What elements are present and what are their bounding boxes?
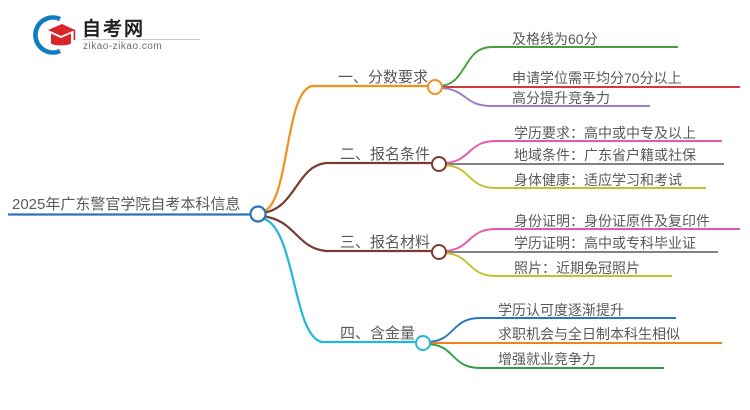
leaf-connector <box>425 317 676 343</box>
root-node <box>249 205 267 223</box>
logo-wordmark: 自考网 zikao-zikao.com <box>82 14 202 58</box>
leaf-connector <box>437 87 650 107</box>
leaf-connector <box>441 164 706 189</box>
branch-node-4 <box>415 335 431 351</box>
leaf-connector <box>425 343 664 369</box>
leaf-connector <box>441 140 722 164</box>
leaf-connector <box>437 46 678 87</box>
site-logo: 自考网 zikao-zikao.com <box>28 12 208 58</box>
leaf-label[interactable]: 照片：近期免冠照片 <box>514 260 640 276</box>
leaf-label[interactable]: 增强就业竞争力 <box>498 351 596 367</box>
branch-label-1[interactable]: 一、分数要求 <box>338 69 429 86</box>
leaf-label[interactable]: 身体健康：适应学习和考试 <box>514 172 682 188</box>
graduation-cap-logo-icon <box>33 15 76 55</box>
logo-domain: zikao-zikao.com <box>83 41 163 52</box>
branch-label-2[interactable]: 二、报名条件 <box>340 146 431 163</box>
leaf-label[interactable]: 学历认可度逐渐提升 <box>498 302 624 318</box>
trunk-branch-4 <box>261 216 420 344</box>
branch-label-3[interactable]: 三、报名材料 <box>340 234 431 251</box>
root-label[interactable]: 2025年广东警官学院自考本科信息 <box>12 196 241 213</box>
branch-node-1 <box>427 79 443 95</box>
logo-name: 自考网 <box>82 19 146 40</box>
leaf-label[interactable]: 学历证明：高中或专科毕业证 <box>514 235 696 251</box>
leaf-connector <box>441 228 740 252</box>
leaf-label[interactable]: 身份证明：身份证原件及复印件 <box>514 213 710 229</box>
leaf-label[interactable]: 学历要求：高中或中专及以上 <box>514 125 696 141</box>
logo-divider <box>82 39 200 40</box>
trunk-branch-2 <box>261 161 436 215</box>
trunk-branch-3 <box>261 214 436 253</box>
leaf-label[interactable]: 申请学位需平均分70分以上 <box>512 70 682 86</box>
leaf-label[interactable]: 高分提升竞争力 <box>512 90 610 106</box>
branch-label-4[interactable]: 四、含金量 <box>340 325 416 342</box>
branch-node-2 <box>431 156 447 172</box>
leaf-connector <box>441 252 672 277</box>
leaf-label[interactable]: 地域条件：广东省户籍或社保 <box>514 147 696 163</box>
branch-node-3 <box>431 244 447 260</box>
leaf-label[interactable]: 及格线为60分 <box>512 31 598 47</box>
trunk-branch-1 <box>261 84 432 214</box>
leaf-label[interactable]: 求职机会与全日制本科生相似 <box>498 326 680 342</box>
